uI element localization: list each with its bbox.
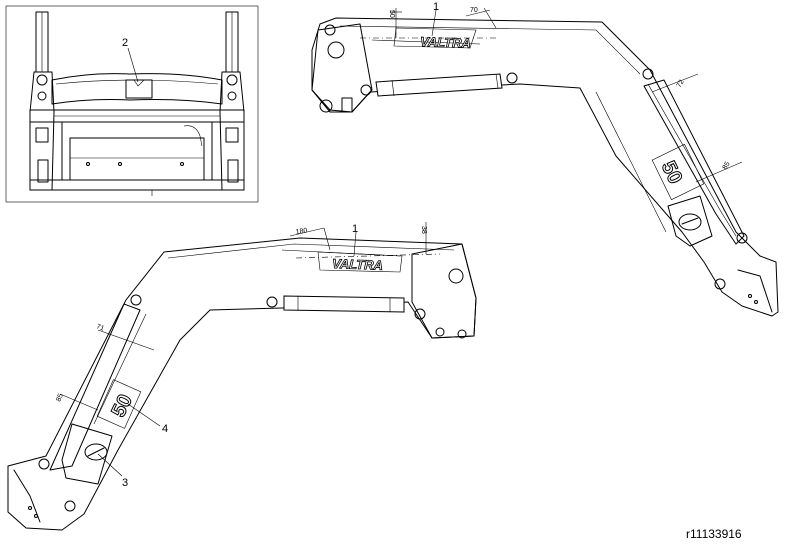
right-loader-arm (311, 17, 779, 317)
dim-70-top: 70 (470, 7, 478, 14)
callout-leaders (97, 9, 437, 477)
dim-85-top: 85 (722, 161, 732, 171)
dim-180-bottom: 180 (295, 227, 308, 236)
front-view-loader (5, 5, 259, 203)
dim-50-top: 50 (388, 10, 395, 18)
dim-71-bottom: 71 (95, 323, 105, 332)
size-decal-top: 50 (657, 158, 687, 188)
callout-4: 4 (162, 423, 168, 435)
callout-3: 3 (122, 477, 128, 489)
size-decal-bottom: 50 (108, 391, 138, 421)
callout-1-top: 1 (433, 1, 439, 13)
brand-decal-top: VALTRA (420, 34, 471, 51)
dimension-lines (59, 7, 743, 411)
dim-38-bottom: 38 (420, 226, 427, 234)
callout-1-bottom: 1 (352, 223, 358, 235)
callout-2: 2 (122, 37, 128, 49)
left-loader-arm (7, 237, 477, 531)
dim-72-top: 72 (676, 79, 686, 89)
dim-85-bottom: 85 (55, 393, 64, 403)
reference-code: r11133916 (686, 527, 742, 541)
brand-decal-bottom: VALTRA (332, 256, 383, 273)
